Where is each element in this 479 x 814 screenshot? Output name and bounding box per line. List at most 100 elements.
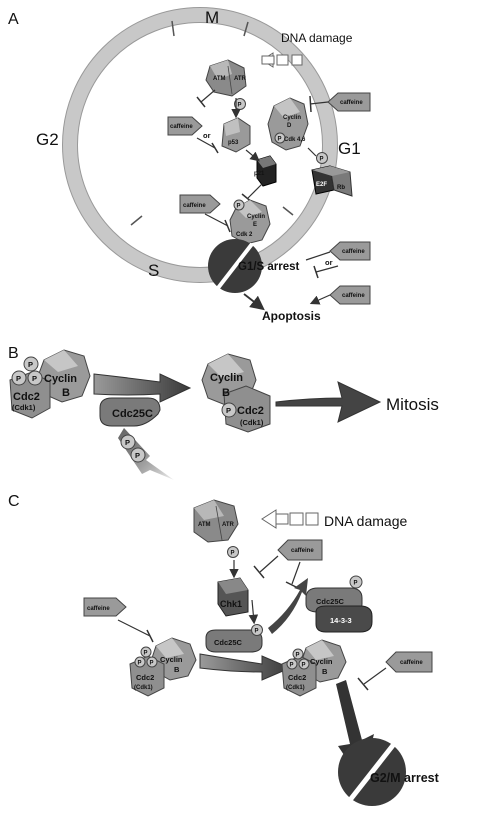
dna-damage-arrow-c [261,509,319,529]
cdc25c-protein-b [99,397,161,427]
phospho-p-c2c-label: P [302,663,306,669]
phospho-p-b1c [27,370,43,386]
caffeine-box-c2 [83,597,127,617]
or-label-a2: or [325,258,333,267]
cyclin-e-label-2: E [253,222,257,228]
caffeine-label-c1: caffeine [291,548,314,554]
g1s-arrest-label: G1/S arrest [238,261,300,273]
panel-c: C ATM ATR P DNA damage caffeine [8,493,440,806]
phospho-p-b2 [221,402,237,418]
phospho-p-c1c [146,656,158,668]
caffeine-label-a1: caffeine [170,124,193,130]
protein-1433 [315,605,373,633]
phospho-p-cdk46 [274,132,286,144]
panel-a-label: A [8,11,19,28]
panel-a: A M G1 G2 S DNA damage ATM ATR [8,7,371,323]
e2f-label: E2F [316,182,327,188]
phospho-p-c2a-label: P [296,653,300,659]
phospho-p-cdc25c-upper-label: P [354,581,358,587]
dna-damage-label-c: DNA damage [324,513,407,529]
caffeine-box-c3 [385,651,433,673]
arrow-to-mitosis [275,381,382,423]
activation-arrow-b1 [93,373,192,403]
caffeine-box-a5 [329,285,371,305]
phospho-p-cdk2 [233,199,245,211]
phospho-p-atr-label: P [238,103,242,109]
phospho-p-released-2-label: P [135,451,140,460]
phospho-p-cdc25c-lower [251,624,263,636]
phase-m: M [205,8,219,27]
cdc2-label-c2: Cdc2 [288,673,306,682]
phospho-p-b1a-label: P [28,360,33,369]
chk1-protein [217,577,249,617]
caffeine-label-a3: caffeine [183,203,206,209]
phospho-p-c1b-label: P [138,661,142,667]
caffeine-label-a2: caffeine [340,100,363,106]
phospho-p-cdk46-label: P [278,137,282,143]
phospho-p-b1a [23,356,39,372]
phospho-p-released-2 [130,447,146,463]
phospho-p-b1b-label: P [16,374,21,383]
cdc2-label-b2: Cdc2 [237,405,264,417]
atm-label-c: ATM [198,522,211,528]
cyclin-d-label-2: D [287,123,292,129]
phospho-p-c1a-label: P [144,651,148,657]
cdc25c-label-b: Cdc25C [112,408,153,420]
cdk46-label: Cdk 4,6 [284,137,306,143]
atm-label-a: ATM [213,76,226,82]
dna-damage-arrow-a [261,52,303,68]
atr-label-c: ATR [222,522,235,528]
phase-g2: G2 [36,130,59,149]
phospho-p-c2b-label: P [290,663,294,669]
atr-label-a: ATR [234,76,247,82]
e2f-rb-complex [311,165,353,197]
g2m-arrest-label: G2/M arrest [370,771,440,785]
cyclin-b-label-c2-2: B [322,667,328,676]
cdk1-label-c2: (Cdk1) [286,685,305,691]
chk1-label: Chk1 [220,599,242,609]
cdk1-label-b1: (Cdk1) [12,403,36,412]
sequestration-arrow [268,578,308,634]
or-label-a1: or [203,131,211,140]
phase-g1: G1 [338,139,361,158]
phospho-p-c2b [286,658,298,670]
cyclin-e-label-1: Cyclin [247,214,265,220]
phospho-p-released-1-label: P [125,438,130,447]
g2m-arrest-symbol [338,738,406,806]
cell-cycle-ring [62,7,338,283]
cyclin-b-label-c1-2: B [174,665,180,674]
p53-label: p53 [228,140,239,146]
caffeine-label-c3: caffeine [400,660,423,666]
phospho-p-c2a [292,648,304,660]
phospho-p-c1a [140,646,152,658]
apoptosis-label: Apoptosis [262,309,321,323]
panel-c-label: C [8,493,20,510]
phospho-p-rb-label: P [320,157,324,163]
caffeine-box-a2 [327,92,371,112]
caffeine-label-a4: caffeine [342,249,365,255]
cdc25c-label-c-upper: Cdc25C [316,597,345,606]
atm-atr-complex-c [193,499,239,543]
phospho-p-atr-c [227,546,239,558]
cdk2-label: Cdk 2 [236,232,253,238]
phospho-p-cdc25c-lower-label: P [255,629,259,635]
caffeine-label-a5: caffeine [342,293,365,299]
phospho-p-cdk2-label: P [237,204,241,210]
cyclin-b-label-c1-1: Cyclin [160,655,183,664]
phospho-p-c1c-label: P [150,661,154,667]
p53-protein [221,117,251,153]
dna-damage-label-a: DNA damage [281,31,353,45]
cyclin-e-cdk2-complex [229,199,271,245]
caffeine-label-c2: caffeine [87,606,110,612]
atm-atr-complex-a [205,59,247,97]
cdc25c-label-c-lower: Cdc25C [214,638,243,647]
phospho-p-b1b [11,370,27,386]
cdk1-label-c1: (Cdk1) [134,685,153,691]
p21-protein [256,155,277,187]
g1s-arrest-symbol [208,239,262,293]
cyclin-b-label-b2-2: B [222,387,230,399]
phospho-p-atr-c-label: P [231,551,235,557]
p21-label: p21 [254,171,265,177]
activation-arrow-c [199,653,292,681]
